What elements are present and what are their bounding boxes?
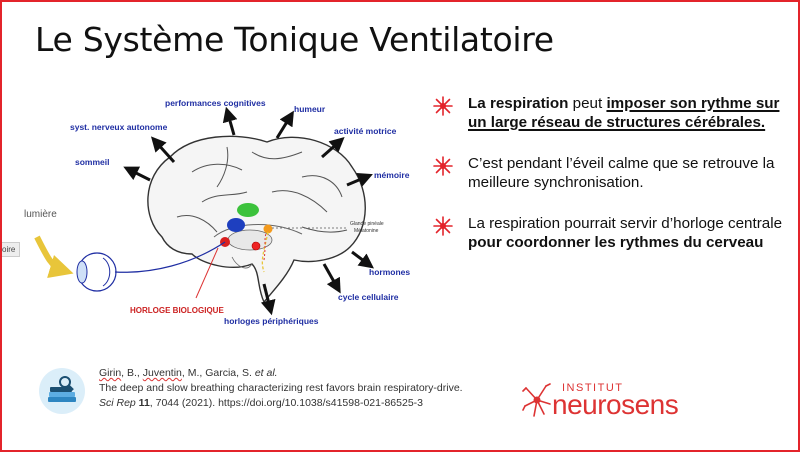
label-humeur: humeur [294,104,326,114]
label-hormones: hormones [369,267,410,277]
label-syst: syst. nerveux autonome [70,122,168,132]
asterisk-bullet-icon [432,95,454,117]
brain-diagram: performances cognitives humeur syst. ner… [2,82,432,352]
label-glande1: Glande pinéale [350,221,384,227]
bullet-list: La respiration peut imposer son rythme s… [432,94,792,274]
citation-source[interactable]: Sci Rep 11, 7044 (2021). https://doi.org… [99,396,519,411]
blue-nucleus [227,218,245,232]
asterisk-bullet-icon [432,215,454,237]
label-memoire: mémoire [374,170,410,180]
book-reference-icon [38,367,86,415]
bullet-1-lead: La respiration [468,95,568,112]
citation: Girin, B., Juventin, M., Garcia, S. et a… [99,366,519,411]
label-activite: activité motrice [334,126,397,136]
bullet-3-text: La respiration pourrait servir d’horloge… [468,215,782,232]
logo-main-text: neurosens [552,389,678,421]
green-nucleus [237,203,259,217]
label-lumiere: lumière [24,209,57,220]
bullet-3-emphasis: pour coordonner les rythmes du cerveau [468,234,763,251]
label-horloge-bio: HORLOGE BIOLOGIQUE [130,306,224,315]
bullet-1-mid: peut [568,95,606,112]
label-performances: performances cognitives [165,98,266,108]
bullet-3: La respiration pourrait servir d’horloge… [432,214,792,252]
bullet-2: C’est pendant l’éveil calme que se retro… [432,154,792,192]
bullet-1: La respiration peut imposer son rythme s… [432,94,792,132]
slide-title: Le Système Tonique Ventilatoire [35,20,554,59]
citation-title: The deep and slow breathing characterizi… [99,381,519,396]
label-horloges-periph: horloges périphériques [224,316,319,326]
citation-authors: Girin, B., Juventin, M., Garcia, S. et a… [99,366,519,381]
institut-neurosens-logo: INSTITUT neurosens [522,380,712,420]
neuron-logo-icon [522,382,552,418]
asterisk-bullet-icon [432,155,454,177]
label-glande2: Mélatonine [354,228,379,234]
bullet-2-text: C’est pendant l’éveil calme que se retro… [468,155,774,191]
label-cycle: cycle cellulaire [338,292,399,302]
label-sommeil: sommeil [75,157,110,167]
